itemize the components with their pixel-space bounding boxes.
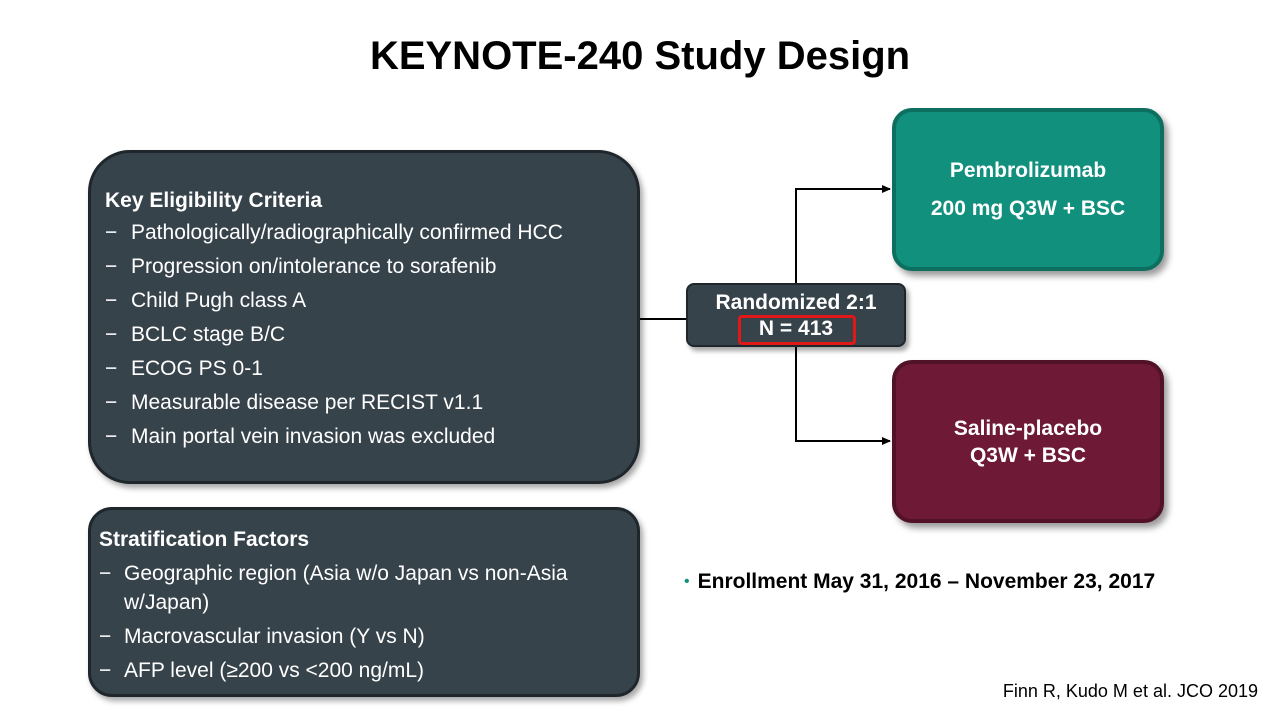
dash-marker: − xyxy=(105,255,118,278)
eligibility-item-text: Progression on/intolerance to sorafenib xyxy=(131,255,497,278)
eligibility-item: −Main portal vein invasion was excluded xyxy=(105,424,623,449)
stratification-title: Stratification Factors xyxy=(99,528,310,551)
bullet-marker: • xyxy=(684,573,690,590)
stratification-item: −Geographic region (Asia w/o Japan vs no… xyxy=(99,559,627,617)
placebo-arm-drug: Saline-placebo xyxy=(953,416,1103,440)
eligibility-item: −BCLC stage B/C xyxy=(105,322,623,347)
dash-marker: − xyxy=(105,289,118,312)
stratification-item-text: AFP level (≥200 vs <200 ng/mL) xyxy=(124,659,425,682)
eligibility-item-text: BCLC stage B/C xyxy=(131,323,286,346)
eligibility-item: −Measurable disease per RECIST v1.1 xyxy=(105,390,623,415)
dash-marker: − xyxy=(99,625,112,648)
stratification-factors-panel: Stratification Factors −Geographic regio… xyxy=(88,507,640,697)
dash-marker: − xyxy=(105,221,118,244)
stratification-item: −Macrovascular invasion (Y vs N) xyxy=(99,622,627,651)
eligibility-item-text: Child Pugh class A xyxy=(131,289,307,312)
placebo-arm-box: Saline-placebo Q3W + BSC xyxy=(892,360,1164,523)
randomization-box: Randomized 2:1 N = 413 xyxy=(686,283,906,347)
enrollment-text: Enrollment May 31, 2016 – November 23, 2… xyxy=(697,570,1156,593)
eligibility-item: −Progression on/intolerance to sorafenib xyxy=(105,254,623,279)
eligibility-item-text: Measurable disease per RECIST v1.1 xyxy=(131,391,484,414)
sample-size-highlight xyxy=(738,315,856,345)
dash-marker: − xyxy=(105,357,118,380)
sample-size-label: N = 413 xyxy=(758,317,834,340)
pembrolizumab-arm-box: Pembrolizumab 200 mg Q3W + BSC xyxy=(892,108,1164,271)
dash-marker: − xyxy=(99,562,112,585)
stratification-item-text: Geographic region (Asia w/o Japan vs non… xyxy=(124,562,568,614)
eligibility-title: Key Eligibility Criteria xyxy=(105,189,323,212)
citation: Finn R, Kudo M et al. JCO 2019 xyxy=(1002,681,1258,701)
stratification-item-text: Macrovascular invasion (Y vs N) xyxy=(124,625,425,648)
dash-marker: − xyxy=(99,659,112,682)
placebo-arm-dose: Q3W + BSC xyxy=(969,443,1087,467)
enrollment-note: • Enrollment May 31, 2016 – November 23, … xyxy=(684,570,1155,594)
slide-title: KEYNOTE-240 Study Design xyxy=(369,34,911,78)
eligibility-item: −ECOG PS 0-1 xyxy=(105,356,623,381)
eligibility-item: −Child Pugh class A xyxy=(105,288,623,313)
dash-marker: − xyxy=(105,323,118,346)
pembrolizumab-arm-drug: Pembrolizumab xyxy=(949,158,1107,182)
dash-marker: − xyxy=(105,425,118,448)
pembrolizumab-arm-dose: 200 mg Q3W + BSC xyxy=(930,196,1126,220)
eligibility-item-text: Pathologically/radiographically confirme… xyxy=(131,221,563,244)
eligibility-item-text: Main portal vein invasion was excluded xyxy=(131,425,496,448)
dash-marker: − xyxy=(105,391,118,414)
eligibility-item: −Pathologically/radiographically confirm… xyxy=(105,220,623,245)
eligibility-item-text: ECOG PS 0-1 xyxy=(131,357,263,380)
randomization-label: Randomized 2:1 xyxy=(715,291,877,314)
stratification-item: −AFP level (≥200 vs <200 ng/mL) xyxy=(99,656,627,685)
eligibility-criteria-panel: Key Eligibility Criteria −Pathologically… xyxy=(88,150,640,484)
